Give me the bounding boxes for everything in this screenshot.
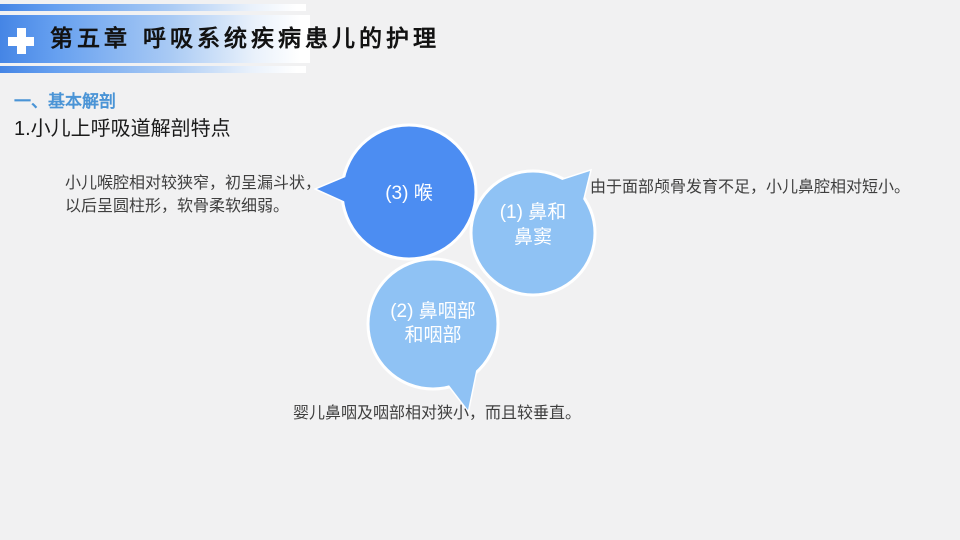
bubble-tail-3-merge [317,176,348,203]
bubble-tail-1-merge [556,171,590,212]
bubble-circle-2 [366,257,500,391]
medical-cross-icon [8,28,34,54]
slide-title: 第五章 呼吸系统疾病患儿的护理 [50,25,441,52]
bubble-circle-1 [469,169,597,297]
header-top-strip [0,4,306,11]
note-nose: 由于面部颅骨发育不足，小儿鼻腔相对短小。 [590,179,911,196]
note-larynx: 小儿喉腔相对较狭窄，初呈漏斗状， 以后呈圆柱形，软骨柔软细弱。 [65,175,322,215]
sub-heading: 1.小儿上呼吸道解剖特点 [14,118,231,140]
note-pharynx: 婴儿鼻咽及咽部相对狭小，而且较垂直。 [293,405,582,422]
bubble-label-nose: (1) 鼻和 鼻窦 [499,202,567,248]
bubble-tail-2-merge [445,366,477,410]
section-heading: 一、基本解剖 [14,92,116,111]
bubble-label-larynx: (3) 喉 [385,183,433,204]
header-bar [0,15,310,63]
header-bottom-strip [0,66,306,73]
bubble-label-pharynx: (2) 鼻咽部 和咽部 [390,301,476,346]
